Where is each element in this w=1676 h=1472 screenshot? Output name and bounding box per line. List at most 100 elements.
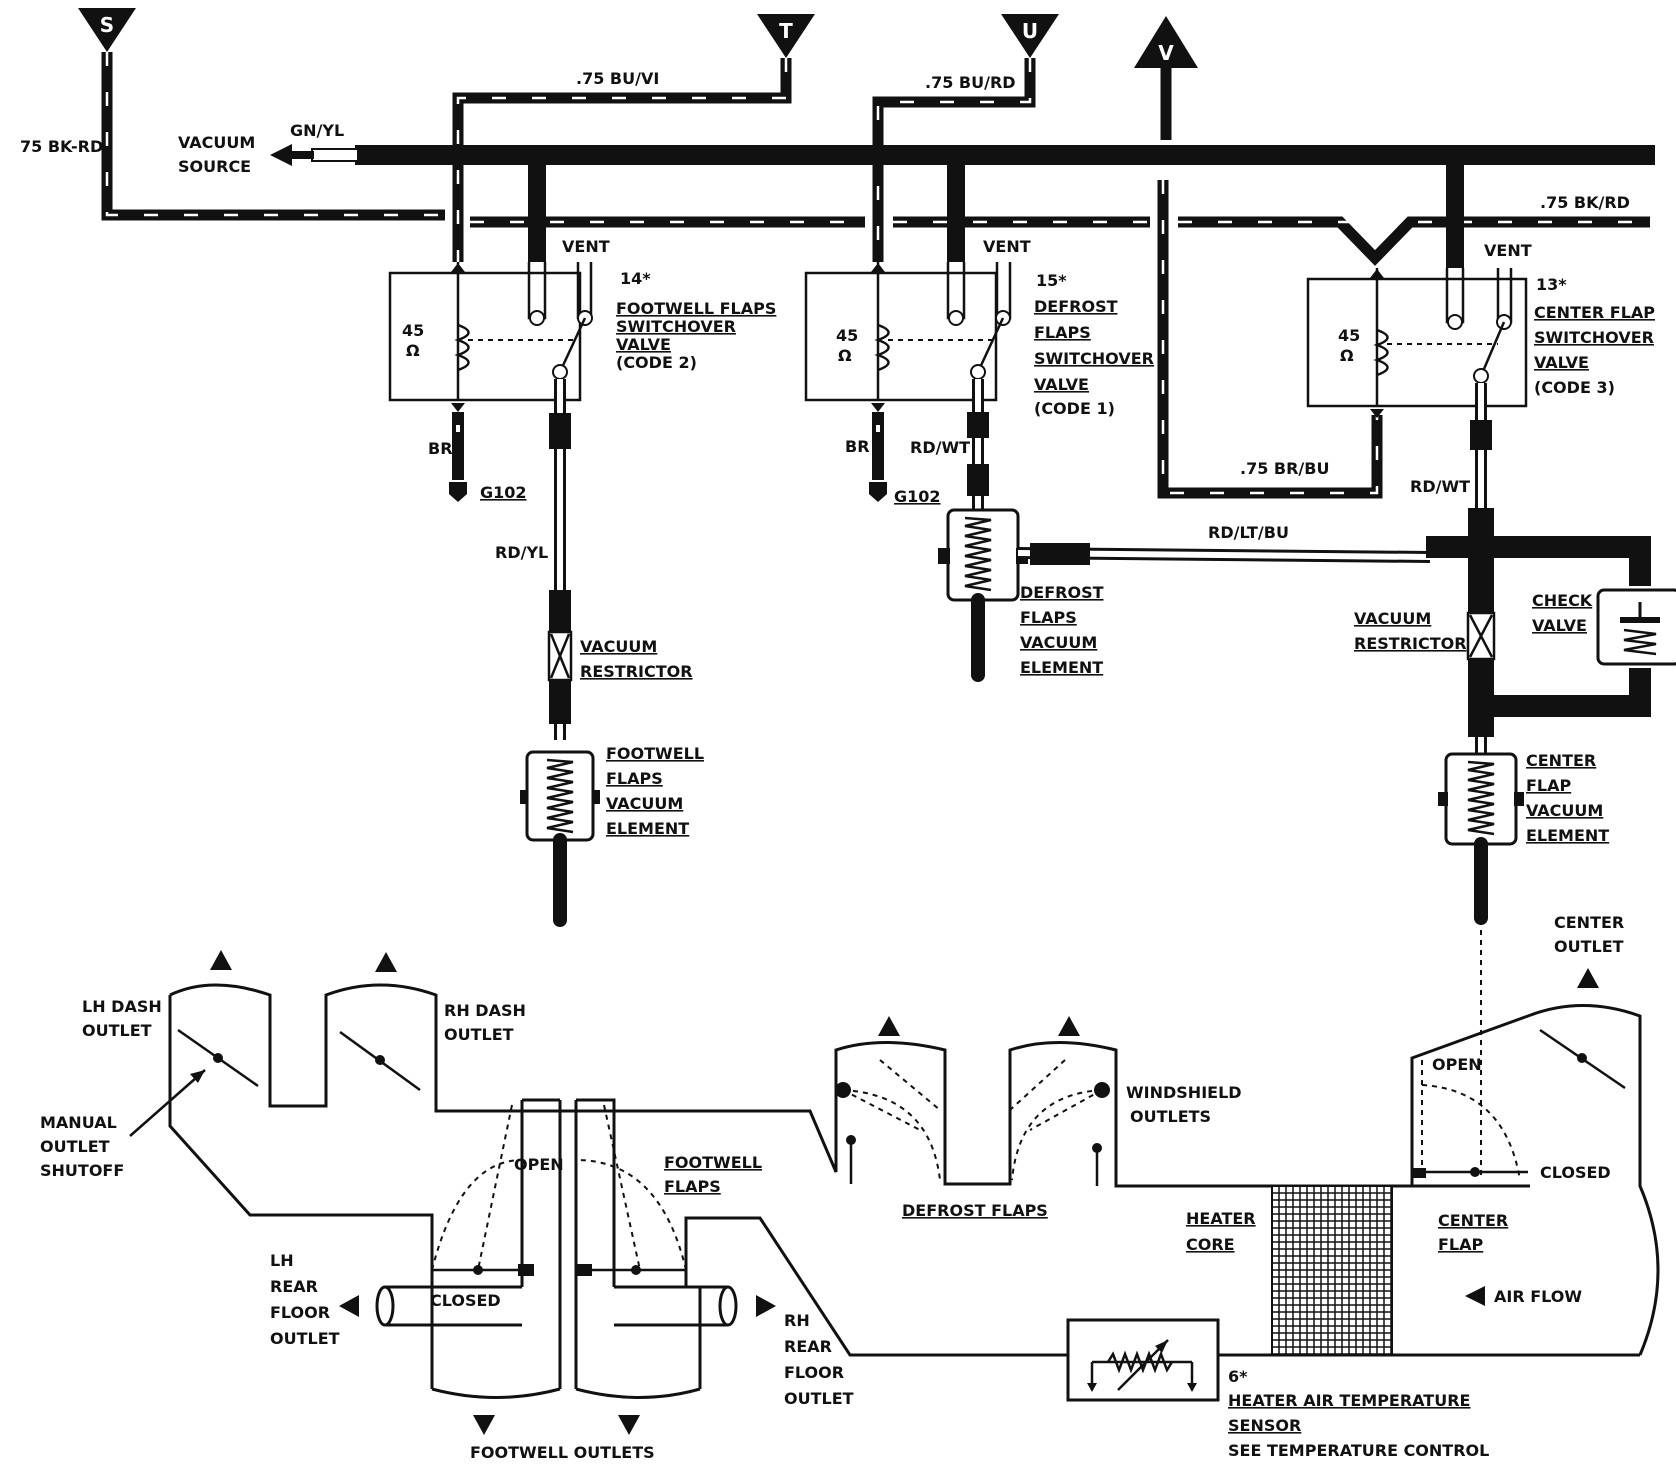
switchover-valve-defrost <box>804 262 1012 412</box>
wire-bk-rd-left <box>101 52 445 221</box>
defrost-flaps-label: DEFROST FLAPS <box>902 1201 1048 1220</box>
check-valve-1: CHECK <box>1532 591 1593 610</box>
wire-v-br-bu <box>1157 68 1383 499</box>
vacuum-main-line <box>270 144 1655 166</box>
defrost-element-4: ELEMENT <box>1020 658 1103 677</box>
tube-rd-lt-bu <box>1017 543 1431 565</box>
connector-u: U <box>1001 14 1059 58</box>
footwell-open-label: OPEN <box>514 1155 564 1174</box>
valve2-vent: VENT <box>983 237 1031 256</box>
wire-label-br-bu: .75 BR/BU <box>1240 459 1329 478</box>
heater-core-label-1: HEATER <box>1186 1209 1256 1228</box>
restrictor-right-1: VACUUM <box>1354 609 1431 628</box>
valve2-name-4: VALVE <box>1034 375 1089 394</box>
wire-label-bk-rd-right: .75 BK/RD <box>1540 193 1630 212</box>
rh-dash-label-1: RH DASH <box>444 1001 526 1020</box>
airflow-arrows <box>210 950 1599 1435</box>
vacuum-source-2: SOURCE <box>178 157 251 176</box>
lh-rear-label-3: FLOOR <box>270 1303 330 1322</box>
connector-s-label: S <box>100 13 114 37</box>
sensor-label-3: SEE TEMPERATURE CONTROL <box>1228 1441 1489 1460</box>
heater-core-grid <box>1271 1185 1393 1356</box>
wire-bu-rd <box>872 58 1036 262</box>
center-vacuum-tube <box>1426 383 1651 754</box>
valve2-ohm: Ω <box>838 346 852 365</box>
center-element-3: VACUUM <box>1526 801 1603 820</box>
valve2-code: (CODE 1) <box>1034 399 1115 418</box>
valve1-vent: VENT <box>562 237 610 256</box>
connector-v: V <box>1134 16 1198 68</box>
center-flap-label-1: CENTER <box>1438 1211 1508 1230</box>
valve2-resistance: 45 <box>836 326 858 345</box>
valve2-name-2: FLAPS <box>1034 323 1091 342</box>
rh-rear-label-1: RH <box>784 1311 810 1330</box>
defrost-flaps-mechanism <box>835 1059 1110 1186</box>
wire-label-bu-rd: .75 BU/RD <box>925 73 1016 92</box>
restrictor-right-2: RESTRICTOR <box>1354 634 1467 653</box>
wire-bk-rd-main <box>470 216 1650 266</box>
center-element-1: CENTER <box>1526 751 1596 770</box>
lh-dash-label-1: LH DASH <box>82 997 162 1016</box>
rh-rear-label-3: FLOOR <box>784 1363 844 1382</box>
footwell-flaps-label-2: FLAPS <box>664 1177 721 1196</box>
center-flap-label-2: FLAP <box>1438 1235 1484 1254</box>
switchover-valve-footwell <box>388 262 593 412</box>
center-element-2: FLAP <box>1526 776 1572 795</box>
check-valve-2: VALVE <box>1532 616 1587 635</box>
valve2-name-1: DEFROST <box>1034 297 1118 316</box>
valve1-code: (CODE 2) <box>616 353 697 372</box>
rh-dash-outlet-flap <box>339 1030 421 1092</box>
restrictor-left-1: VACUUM <box>580 637 657 656</box>
valve1-name-2: SWITCHOVER <box>616 317 736 336</box>
valve1-ref: 14* <box>620 269 651 288</box>
tube-label-rd-lt-bu: RD/LT/BU <box>1208 523 1289 542</box>
wire-label-gn-yl: GN/YL <box>290 121 344 140</box>
valve1-name-1: FOOTWELL FLAPS <box>616 299 776 318</box>
windshield-label-1: WINDSHIELD <box>1126 1083 1242 1102</box>
footwell-element-1: FOOTWELL <box>606 744 704 763</box>
footwell-vacuum-tube <box>547 379 573 740</box>
footwell-element-3: VACUUM <box>606 794 683 813</box>
connector-u-label: U <box>1022 19 1038 43</box>
defrost-element-3: VACUUM <box>1020 633 1097 652</box>
valve3-code: (CODE 3) <box>1534 378 1615 397</box>
connector-t: T <box>757 14 815 58</box>
defrost-element-1: DEFROST <box>1020 583 1104 602</box>
defrost-vacuum-tube <box>967 379 989 510</box>
center-outlet-flap <box>1539 1028 1626 1090</box>
valve3-name-2: SWITCHOVER <box>1534 328 1654 347</box>
rh-dash-label-2: OUTLET <box>444 1025 514 1044</box>
defrost-vacuum-element <box>938 508 1028 682</box>
vacuum-source-1: VACUUM <box>178 133 255 152</box>
footwell-vacuum-element <box>520 750 600 927</box>
manual-shutoff-3: SHUTOFF <box>40 1161 124 1180</box>
wire-bu-vi <box>452 58 792 262</box>
ground-left <box>449 412 467 502</box>
footwell-flaps-label-1: FOOTWELL <box>664 1153 762 1172</box>
tube-label-rd-wt-mid: RD/WT <box>910 438 970 457</box>
wire-label-bk-rd-left: 75 BK-RD <box>20 137 103 156</box>
ground-g102-mid: G102 <box>894 487 941 506</box>
rh-rear-label-2: REAR <box>784 1337 832 1356</box>
switchover-valve-center <box>1306 268 1528 418</box>
lh-rear-label-1: LH <box>270 1251 294 1270</box>
footwell-element-2: FLAPS <box>606 769 663 788</box>
sensor-ref: 6* <box>1228 1367 1248 1386</box>
footwell-closed-label: CLOSED <box>430 1291 501 1310</box>
lh-dash-label-2: OUTLET <box>82 1021 152 1040</box>
lh-rear-label-4: OUTLET <box>270 1329 340 1348</box>
heater-core-label-2: CORE <box>1186 1235 1235 1254</box>
valve3-vent: VENT <box>1484 241 1532 260</box>
ground-mid <box>869 412 887 502</box>
lh-dash-outlet-flap <box>129 1028 259 1137</box>
valve1-ohm: Ω <box>406 341 420 360</box>
center-outlet-label-1: CENTER <box>1554 913 1624 932</box>
wire-label-bu-vi: .75 BU/VI <box>576 69 659 88</box>
windshield-label-2: OUTLETS <box>1130 1107 1211 1126</box>
wire-label-br-left: BR <box>428 439 453 458</box>
footwell-outlets-label: FOOTWELL OUTLETS <box>470 1443 655 1462</box>
footwell-flaps-mechanism <box>431 1104 687 1276</box>
manual-shutoff-2: OUTLET <box>40 1137 110 1156</box>
center-outlet-label-2: OUTLET <box>1554 937 1624 956</box>
